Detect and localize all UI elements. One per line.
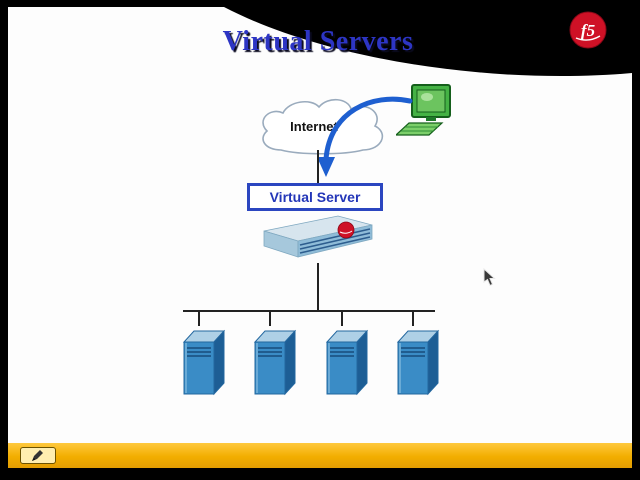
pen-tool-button[interactable] [20,447,56,464]
connector-line [411,310,414,326]
client-computer-icon [396,84,451,136]
virtual-server-box: Virtual Server [247,183,383,211]
connector-line [340,310,343,326]
connector-line [198,310,200,326]
server-tower-icon [325,329,368,396]
slide-title: Virtual Servers [222,26,414,57]
network-bus-line [183,310,435,312]
bottom-bar [8,443,632,468]
server-tower [324,310,370,398]
server-tower-icon [182,329,226,396]
connector-line [269,310,272,326]
load-balancer-device [263,215,373,258]
server-tower-icon [254,329,297,396]
server-tower [395,310,441,398]
svg-text:f5: f5 [581,21,596,40]
server-row [181,310,441,398]
f5-logo-icon: f5 [569,11,607,49]
server-tower [181,310,227,398]
internet-label: Internet [290,119,338,134]
f5-ball-icon [337,221,355,239]
slide[interactable]: Virtual Servers f5 Internet [8,7,632,443]
server-tower [252,310,298,398]
connector-device-to-bus [317,263,319,310]
server-tower-icon [396,329,440,396]
pen-icon [32,450,43,461]
connector-cloud-to-box [317,150,319,183]
virtual-server-label: Virtual Server [269,189,361,205]
traffic-arrow [317,96,413,177]
